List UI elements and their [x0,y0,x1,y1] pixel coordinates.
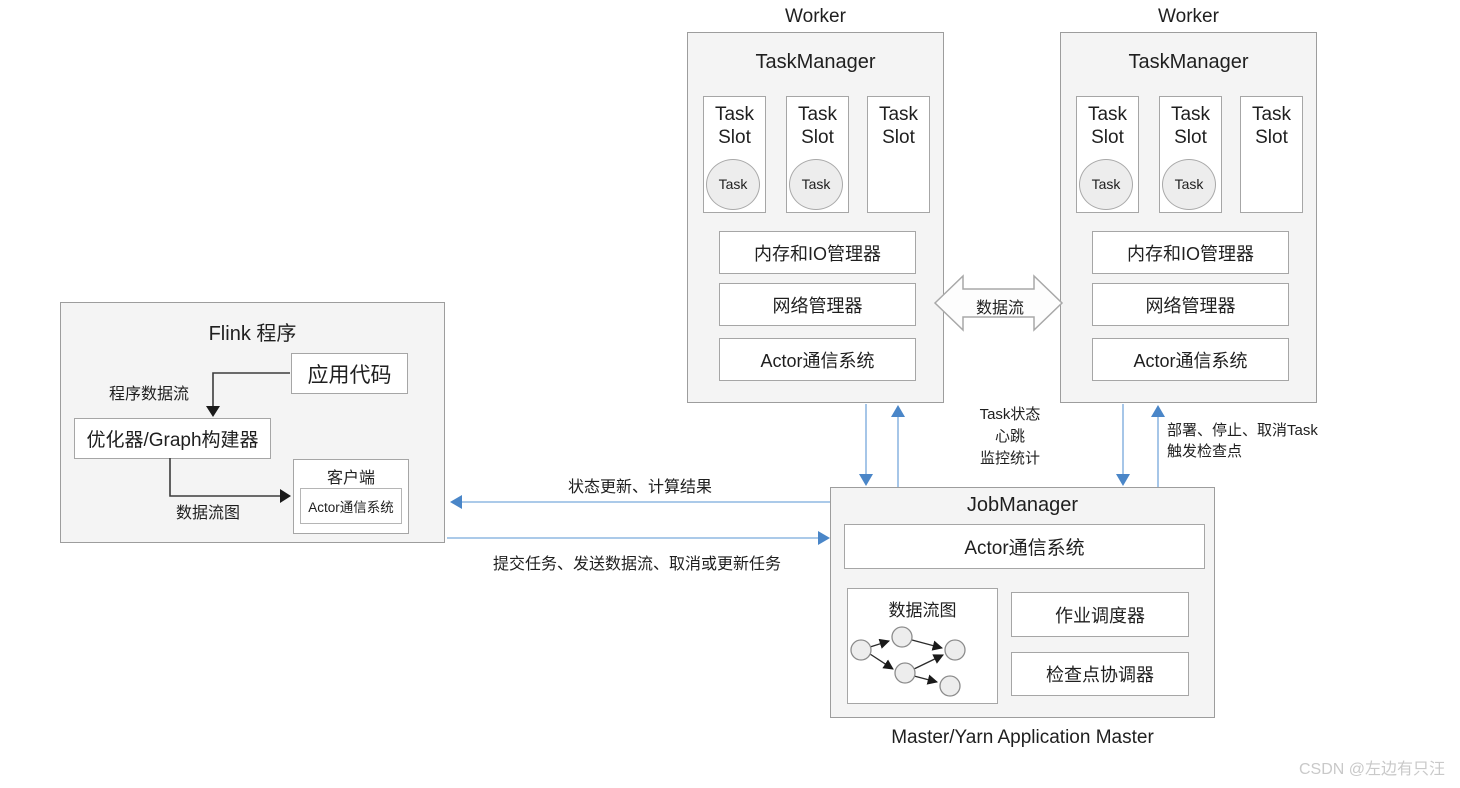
client-box: 客户端 Actor通信系统 [293,459,409,534]
csdn-watermark: CSDN @左边有只汪 [1298,761,1445,778]
status-update-edge-label: 状态更新、计算结果 [567,479,712,496]
task-slot: Task Slot Task [786,96,849,213]
submit-job-edge-label: 提交任务、发送数据流、取消或更新任务 [492,556,781,573]
task-slot-label: Task Slot [714,104,755,148]
dataflow-arrow-label: 数据流 [975,300,1024,317]
worker-2-label: Worker [1158,6,1219,27]
task-circle: Task [1162,159,1216,210]
client-title: 客户端 [326,470,375,487]
app-code-box: 应用代码 [291,353,408,394]
network-manager-box: 网络管理器 [719,283,916,326]
master-caption: Master/Yarn Application Master [891,727,1154,748]
client-actor-system-box: Actor通信系统 [300,488,402,524]
jobmanager-dataflow-graph-box: 数据流图 [847,588,998,704]
task-label: Task [718,176,748,192]
dataflow-graph-label: 数据流图 [176,505,241,522]
task-label: Task [801,176,831,192]
actor-system-box: Actor通信系统 [719,338,916,381]
task-slot: Task Slot [1240,96,1303,213]
arrowhead-up-blue [1151,405,1165,417]
task-slot-label: Task Slot [878,104,919,148]
task-status-line: Task状态 [979,406,1041,423]
optimizer-graph-builder-box: 优化器/Graph构建器 [74,418,271,459]
monitor-stats-line: 监控统计 [979,450,1040,467]
flink-program-title: Flink 程序 [208,323,297,345]
worker-1-box: TaskManager Task Slot Task Task Slot Tas… [687,32,944,403]
flink-program-box: Flink 程序 应用代码 程序数据流 优化器/Graph构建器 数据流图 客户… [60,302,445,543]
task-slot-label: Task Slot [1251,104,1292,148]
task-circle: Task [706,159,760,210]
taskmanager-title: TaskManager [755,51,876,73]
jobmanager-actor-system-box: Actor通信系统 [844,524,1205,569]
job-scheduler-box: 作业调度器 [1011,592,1189,637]
arrowhead-right-blue [818,531,830,545]
task-slot-label: Task Slot [1087,104,1128,148]
deploy-edge-label: 部署、停止、取消Task 触发检查点 [1167,420,1387,462]
worker-1-label: Worker [785,6,846,27]
worker-2-box: TaskManager Task Slot Task Task Slot Tas… [1060,32,1317,403]
task-slot: Task Slot [867,96,930,213]
network-manager-box: 网络管理器 [1092,283,1289,326]
memory-io-manager-box: 内存和IO管理器 [719,231,916,274]
task-circle: Task [789,159,843,210]
worker-status-edge-label: Task状态 心跳 监控统计 [935,404,1085,470]
task-label: Task [1174,176,1204,192]
task-slot: Task Slot Task [1076,96,1139,213]
taskmanager-title: TaskManager [1128,51,1249,73]
trigger-checkpoint-line: 触发检查点 [1167,443,1243,460]
task-slot-label: Task Slot [1170,104,1211,148]
arrowhead-left-blue [450,495,462,509]
task-label: Task [1091,176,1121,192]
arrowhead-up-blue [891,405,905,417]
jobmanager-dataflow-graph-title: 数据流图 [888,601,957,620]
deploy-line: 部署、停止、取消Task [1167,422,1318,439]
jobmanager-box: JobManager Actor通信系统 数据流图 作业调度器 检查点协调器 [830,487,1215,718]
arrowhead-down-blue [1116,474,1130,486]
program-dataflow-label: 程序数据流 [109,386,190,403]
task-slot-label: Task Slot [797,104,838,148]
task-slot: Task Slot Task [1159,96,1222,213]
actor-system-box: Actor通信系统 [1092,338,1289,381]
task-slot: Task Slot Task [703,96,766,213]
checkpoint-coordinator-box: 检查点协调器 [1011,652,1189,696]
task-circle: Task [1079,159,1133,210]
heartbeat-line: 心跳 [994,428,1025,445]
jobmanager-title: JobManager [966,494,1079,516]
arrowhead-down-blue [859,474,873,486]
memory-io-manager-box: 内存和IO管理器 [1092,231,1289,274]
